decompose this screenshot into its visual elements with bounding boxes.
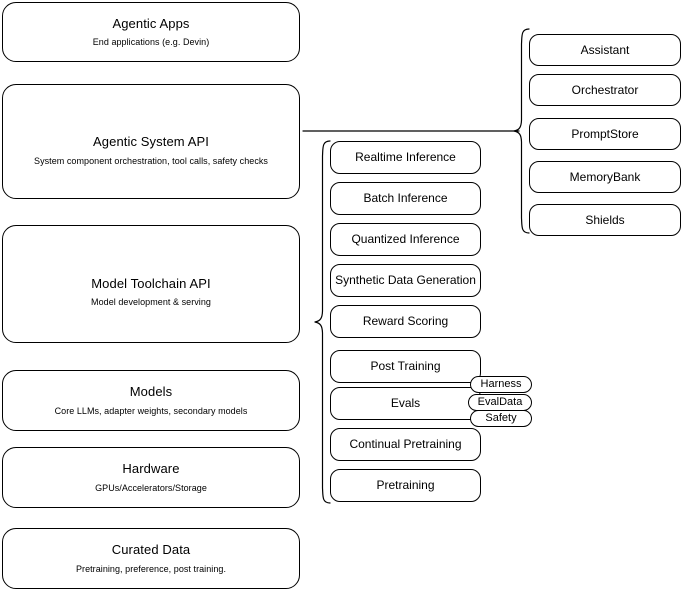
evals-tag-harness[interactable]: Harness — [470, 376, 532, 393]
component-label: Shields — [585, 212, 625, 227]
capability-label: Realtime Inference — [355, 150, 456, 164]
layer-card-model-toolchain-api[interactable]: Model Toolchain API Model development & … — [2, 225, 300, 343]
brace-right-components — [513, 28, 530, 234]
layer-card-hardware[interactable]: Hardware GPUs/Accelerators/Storage — [2, 447, 300, 508]
layer-subtitle: Model development & serving — [91, 297, 211, 307]
layer-title: Curated Data — [111, 542, 191, 558]
capability-batch-inference[interactable]: Batch Inference — [330, 182, 481, 215]
layer-title: Agentic Apps — [112, 15, 190, 31]
layer-subtitle: Pretraining, preference, post training. — [75, 563, 227, 574]
capability-quantized-inference[interactable]: Quantized Inference — [330, 223, 481, 256]
component-promptstore[interactable]: PromptStore — [529, 118, 681, 150]
component-orchestrator[interactable]: Orchestrator — [529, 74, 681, 106]
component-assistant[interactable]: Assistant — [529, 34, 681, 66]
capability-label: Reward Scoring — [362, 314, 449, 328]
layer-card-curated-data[interactable]: Curated Data Pretraining, preference, po… — [2, 528, 300, 589]
evals-tag-evaldata[interactable]: EvalData — [468, 394, 532, 411]
layer-subtitle: GPUs/Accelerators/Storage — [95, 482, 207, 493]
capability-label: Quantized Inference — [351, 232, 460, 246]
layer-subtitle: System component orchestration, tool cal… — [34, 155, 268, 166]
layer-title: Models — [129, 384, 173, 400]
layer-subtitle: End applications (e.g. Devin) — [92, 37, 210, 47]
component-shields[interactable]: Shields — [529, 204, 681, 236]
capability-label: Evals — [390, 396, 421, 410]
evals-tag-label: Safety — [485, 412, 517, 424]
capability-continual-pretraining[interactable]: Continual Pretraining — [330, 428, 481, 461]
component-label: MemoryBank — [569, 169, 641, 184]
evals-tag-label: EvalData — [477, 396, 523, 408]
capability-post-training[interactable]: Post Training — [330, 350, 481, 383]
capability-realtime-inference[interactable]: Realtime Inference — [330, 141, 481, 174]
capability-synthetic-data-generation[interactable]: Synthetic Data Generation — [330, 264, 481, 297]
capability-label: Batch Inference — [363, 191, 448, 205]
capability-label: Post Training — [370, 359, 441, 373]
evals-tag-label: Harness — [480, 378, 522, 390]
brace-middle-capabilities — [314, 140, 331, 504]
layer-title: Agentic System API — [93, 134, 209, 150]
layer-title: Model Toolchain API — [91, 275, 211, 291]
capability-label: Synthetic Data Generation — [335, 273, 476, 287]
component-label: Orchestrator — [571, 82, 639, 97]
layer-title: Hardware — [122, 461, 180, 477]
component-memorybank[interactable]: MemoryBank — [529, 161, 681, 193]
capability-evals[interactable]: Evals — [330, 387, 481, 420]
component-label: Assistant — [580, 42, 630, 57]
layer-card-agentic-apps[interactable]: Agentic Apps End applications (e.g. Devi… — [2, 2, 300, 62]
capability-label: Pretraining — [376, 478, 435, 492]
layer-card-agentic-system-api[interactable]: Agentic System API System component orch… — [2, 84, 300, 199]
layer-subtitle: Core LLMs, adapter weights, secondary mo… — [54, 405, 248, 416]
layer-card-models[interactable]: Models Core LLMs, adapter weights, secon… — [2, 370, 300, 431]
capability-label: Continual Pretraining — [349, 437, 462, 451]
capability-reward-scoring[interactable]: Reward Scoring — [330, 305, 481, 338]
capability-pretraining[interactable]: Pretraining — [330, 469, 481, 502]
evals-tag-safety[interactable]: Safety — [470, 410, 532, 427]
component-label: PromptStore — [571, 126, 639, 141]
